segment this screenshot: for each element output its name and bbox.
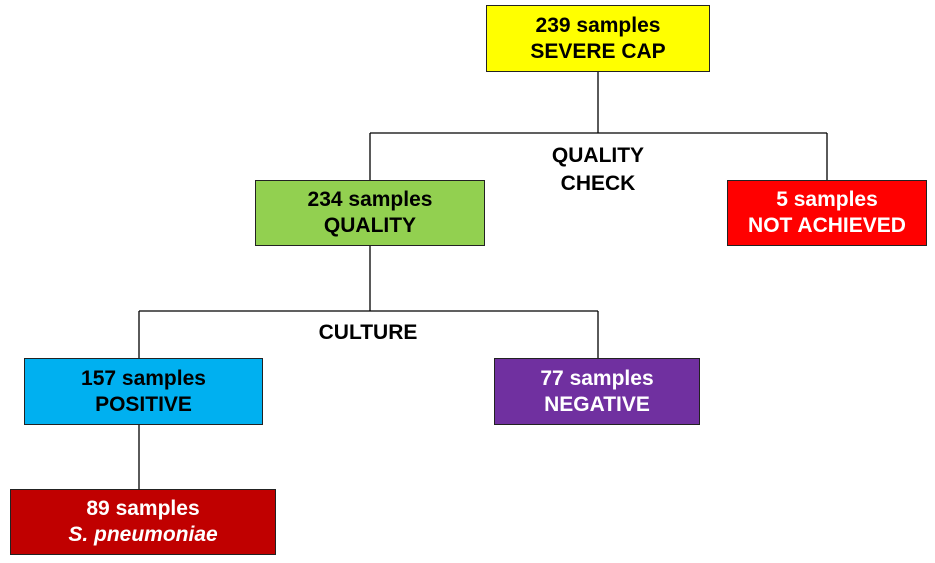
node-pneumoniae: 89 samples S. pneumoniae	[10, 489, 276, 555]
node-positive-label: POSITIVE	[95, 392, 192, 416]
node-negative: 77 samples NEGATIVE	[494, 358, 700, 425]
node-pneumoniae-label: S. pneumoniae	[68, 523, 218, 546]
node-not-achieved: 5 samples NOT ACHIEVED	[727, 180, 927, 246]
node-severe-cap-label: SEVERE CAP	[530, 39, 666, 63]
node-not-achieved-label: NOT ACHIEVED	[748, 214, 906, 237]
node-not-achieved-count: 5 samples	[776, 188, 878, 211]
label-culture: CULTURE	[318, 321, 418, 344]
node-quality-count: 234 samples	[307, 188, 433, 211]
node-severe-cap-count: 239 samples	[535, 13, 661, 37]
label-quality-check: QUALITY CHECK	[551, 144, 645, 195]
node-quality: 234 samples QUALITY	[255, 180, 485, 246]
node-negative-count: 77 samples	[540, 366, 654, 390]
node-positive-count: 157 samples	[81, 366, 206, 390]
node-positive: 157 samples POSITIVE	[24, 358, 263, 425]
node-negative-label: NEGATIVE	[544, 392, 650, 416]
node-pneumoniae-count: 89 samples	[86, 497, 200, 520]
node-severe-cap: 239 samples SEVERE CAP	[486, 5, 710, 72]
node-quality-label: QUALITY	[323, 214, 417, 237]
